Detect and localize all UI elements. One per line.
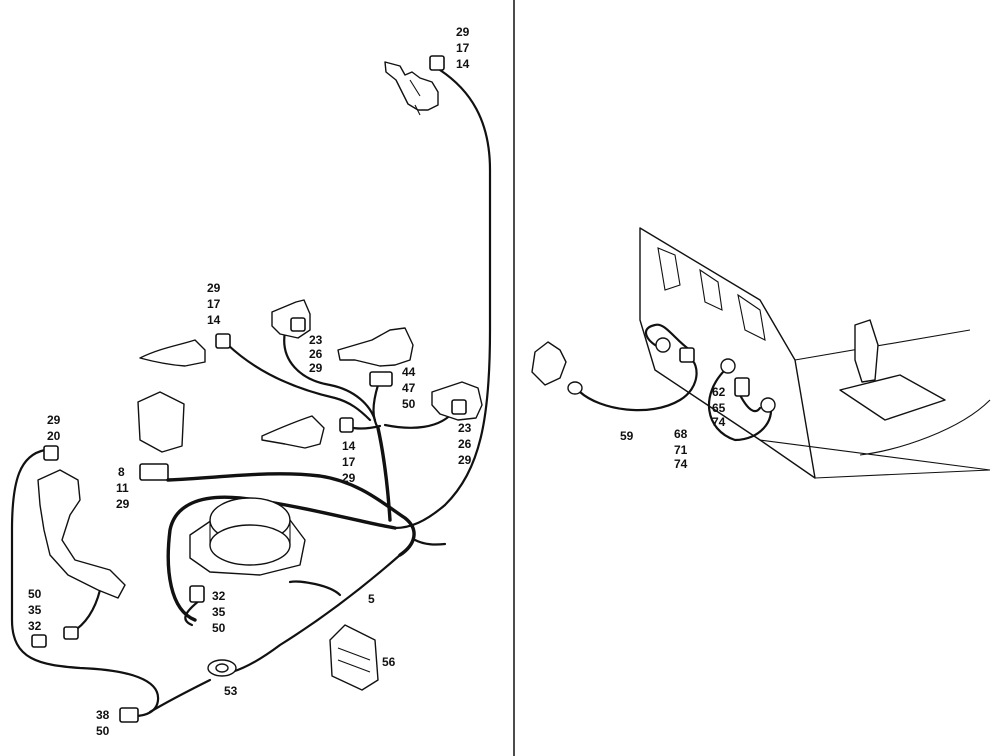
- callout-rear62-1: 62: [712, 385, 726, 399]
- callout-leftedge-2: 20: [47, 429, 61, 443]
- callout-right-1: 23: [458, 421, 472, 435]
- right-panel: [531, 227, 991, 479]
- callout-relay-2: 47: [402, 381, 416, 395]
- callout-right-3: 29: [458, 453, 472, 467]
- callout-rear62-2: 65: [712, 401, 726, 415]
- callout-lowerleft-1: 50: [28, 587, 42, 601]
- upper-mid-switch: [271, 299, 311, 339]
- callout-leftedge-1: 29: [47, 413, 61, 427]
- callout-motor-2: 35: [212, 605, 226, 619]
- right-switch: [431, 381, 483, 421]
- callout-grommet: 53: [224, 684, 238, 698]
- relay-part: [337, 327, 414, 387]
- callout-mid-2: 17: [342, 455, 356, 469]
- callout-leftmid-2: 17: [207, 297, 221, 311]
- bottom-connector: [119, 707, 139, 723]
- callout-rear68-2: 71: [674, 443, 688, 457]
- callout-leftmid-1: 29: [207, 281, 221, 295]
- left-wiring: [10, 68, 492, 718]
- callout-bottom-2: 50: [96, 724, 110, 738]
- callout-block: 56: [382, 655, 396, 669]
- callout-motor-3: 50: [212, 621, 226, 635]
- motor: [189, 497, 306, 603]
- callout-leftmid-3: 14: [207, 313, 221, 327]
- callout-rear68-1: 68: [674, 427, 688, 441]
- mid-switch: [261, 415, 354, 449]
- callout-lowerleft-2: 35: [28, 603, 42, 617]
- callout-rear68-3: 74: [674, 457, 688, 471]
- callout-uppermid-3: 29: [309, 361, 323, 375]
- callout-lowerleft-3: 32: [28, 619, 42, 633]
- top-sensor: [384, 55, 445, 116]
- callout-rear-59: 59: [620, 429, 634, 443]
- callout-right-2: 26: [458, 437, 472, 451]
- callout-top-1: 29: [456, 25, 470, 39]
- callout-mid-1: 14: [342, 439, 356, 453]
- callout-rear62-3: 74: [712, 415, 726, 429]
- grommet: [207, 659, 237, 677]
- callout-uppermid-1: 23: [309, 333, 323, 347]
- callout-control-1: 8: [118, 465, 125, 479]
- callout-harness: 5: [368, 592, 375, 606]
- callout-labels: 29 17 14 29 17 14 23 26 29 44 47 50 23 2…: [28, 25, 726, 738]
- left-assembly: [31, 445, 126, 648]
- callout-control-2: 11: [116, 481, 129, 495]
- callout-relay-1: 44: [402, 365, 416, 379]
- callout-bottom-1: 38: [96, 708, 110, 722]
- lever-part: [139, 333, 231, 367]
- control-unit: [137, 391, 185, 481]
- callout-relay-3: 50: [402, 397, 416, 411]
- callout-control-3: 29: [116, 497, 130, 511]
- terminal-block: [329, 624, 379, 691]
- callout-mid-3: 29: [342, 471, 356, 485]
- callout-uppermid-2: 26: [309, 347, 323, 361]
- callout-motor-1: 32: [212, 589, 226, 603]
- callout-top-3: 14: [456, 57, 470, 71]
- callout-top-2: 17: [456, 41, 470, 55]
